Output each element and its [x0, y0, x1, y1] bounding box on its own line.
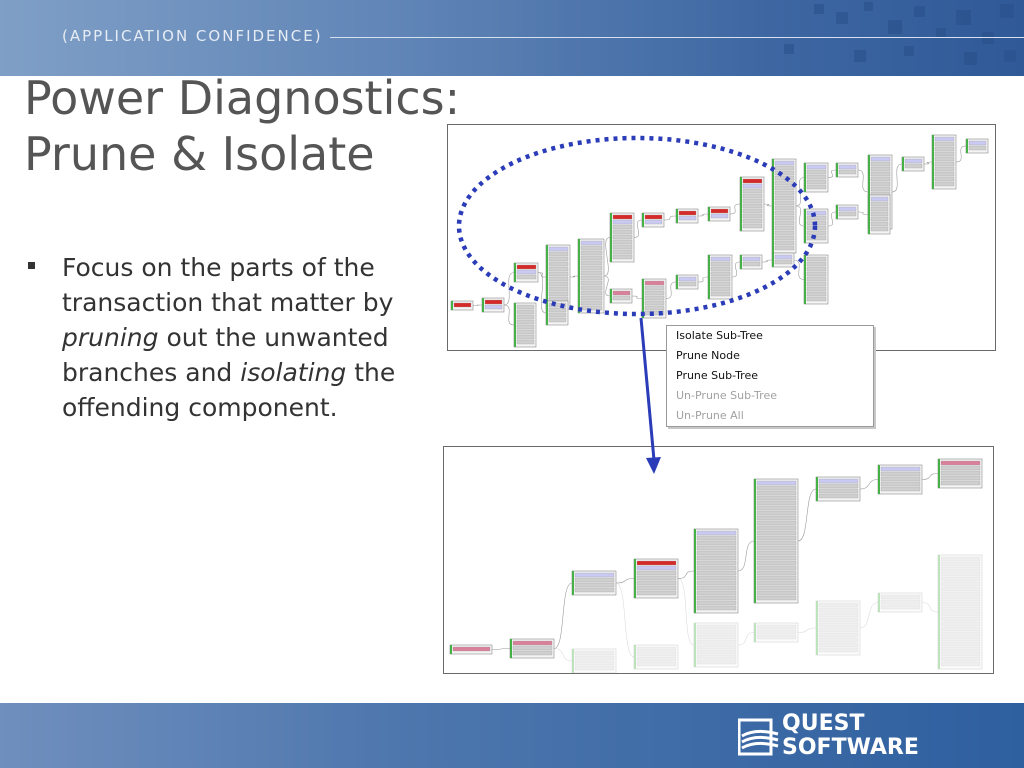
isolated-tree-panel [443, 446, 994, 674]
quest-logo-icon [738, 718, 779, 756]
tree-node[interactable] [815, 476, 861, 502]
tree-node[interactable] [450, 300, 474, 311]
tree-node[interactable] [803, 162, 829, 193]
tree-node[interactable] [481, 297, 505, 313]
tree-node[interactable] [707, 254, 733, 300]
bullet-text: Focus on the parts of the transaction th… [62, 253, 396, 422]
emphasis-isolating: isolating [240, 358, 347, 387]
menu-item-un-prune-sub-tree: Un-Prune Sub-Tree [676, 389, 777, 402]
tree-node[interactable] [693, 622, 739, 668]
tree-node[interactable] [633, 644, 679, 670]
isolated-call-tree [449, 458, 983, 673]
tree-node[interactable] [545, 244, 571, 310]
bullet-square-icon [28, 262, 35, 269]
tree-node[interactable] [513, 302, 537, 348]
menu-item-prune-node[interactable]: Prune Node [676, 349, 740, 362]
tree-node[interactable] [753, 622, 799, 643]
title-line-1: Power Diagnostics: [24, 71, 461, 125]
tree-node[interactable] [571, 570, 617, 596]
slide-header: (APPLICATION CONFIDENCE) [0, 0, 1024, 76]
tree-context-menu: Isolate Sub-Tree Prune Node Prune Sub-Tr… [666, 325, 874, 427]
full-call-tree [450, 134, 989, 348]
slide-footer [0, 703, 1024, 768]
header-decoration [784, 2, 1016, 65]
tree-node[interactable] [633, 558, 679, 599]
tree-node[interactable] [545, 300, 569, 326]
tree-node[interactable] [803, 208, 829, 244]
tree-node[interactable] [641, 212, 665, 228]
quest-software-logo: QUEST SOFTWARE [738, 712, 990, 762]
tree-node[interactable] [571, 648, 617, 673]
tree-node[interactable] [449, 644, 493, 655]
tree-node[interactable] [641, 278, 667, 319]
menu-item-prune-sub-tree[interactable]: Prune Sub-Tree [676, 369, 758, 382]
emphasis-pruning: pruning [62, 323, 159, 352]
tree-node[interactable] [937, 554, 983, 670]
tree-node[interactable] [771, 252, 795, 268]
tree-node[interactable] [513, 262, 539, 283]
tree-node[interactable] [577, 238, 605, 314]
tree-node[interactable] [693, 528, 739, 614]
tree-node[interactable] [867, 194, 891, 235]
tree-node[interactable] [803, 254, 829, 305]
tree-node[interactable] [835, 162, 859, 178]
tree-node[interactable] [739, 254, 763, 270]
full-tree-panel [447, 124, 996, 351]
tree-node[interactable] [965, 138, 989, 154]
tree-node[interactable] [675, 274, 699, 290]
tree-node[interactable] [609, 212, 635, 263]
slide-title: Power Diagnostics: Prune & Isolate [24, 70, 460, 182]
tree-node[interactable] [509, 638, 555, 659]
menu-item-isolate-sub-tree[interactable]: Isolate Sub-Tree [676, 329, 763, 342]
logo-wordmark: QUEST SOFTWARE [782, 711, 919, 760]
tree-node[interactable] [771, 158, 797, 254]
tree-node[interactable] [753, 478, 799, 604]
title-line-2: Prune & Isolate [24, 127, 375, 181]
tree-node[interactable] [675, 208, 699, 224]
header-brand: (APPLICATION CONFIDENCE) [62, 27, 323, 45]
tree-node[interactable] [877, 464, 923, 495]
tree-node[interactable] [707, 206, 731, 222]
tree-node[interactable] [937, 458, 983, 489]
tree-node[interactable] [835, 204, 859, 220]
header-rule [330, 37, 1024, 38]
tree-node[interactable] [931, 134, 957, 190]
tree-node[interactable] [901, 156, 925, 172]
tree-node[interactable] [815, 600, 861, 656]
tree-node[interactable] [739, 176, 765, 232]
tree-node[interactable] [609, 288, 633, 304]
menu-item-un-prune-all: Un-Prune All [676, 409, 744, 422]
tree-node[interactable] [877, 592, 923, 613]
